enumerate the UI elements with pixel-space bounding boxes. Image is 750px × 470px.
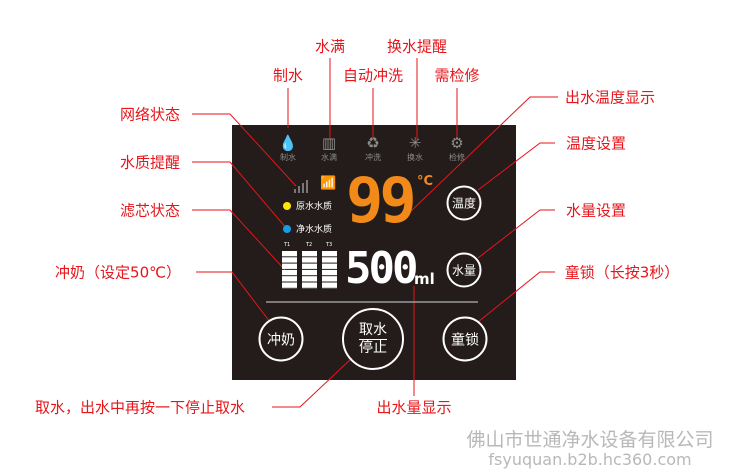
- stop-label: 停止: [359, 339, 387, 356]
- raw-quality-dot: [283, 202, 291, 210]
- filter-bars: [282, 251, 337, 289]
- signal-icon: [294, 180, 308, 193]
- temperature-button[interactable]: 温度: [446, 185, 482, 221]
- filter-bar-t2: [302, 251, 317, 289]
- repair-icon: ⚙检修: [449, 134, 465, 162]
- filter-bar-t1: [282, 251, 297, 289]
- label-milk: 冲奶（设定50℃）: [55, 263, 181, 282]
- label-dispense: 取水，出水中再按一下停止取水: [34, 398, 246, 417]
- filter-label-t2: T2: [306, 242, 313, 248]
- volume-display: 500: [345, 243, 419, 294]
- temperature-display: 99: [346, 164, 417, 237]
- label-quality: 水质提醒: [119, 153, 181, 172]
- take-label: 取水: [359, 321, 387, 340]
- label-make-water: 制水: [272, 66, 304, 85]
- volume-unit: ml: [414, 270, 435, 288]
- filter-label-t3: T3: [326, 242, 333, 248]
- flush-icon: ♻冲洗: [365, 134, 381, 162]
- wifi-icon: 📶: [320, 176, 337, 191]
- child-lock-button[interactable]: 童锁: [442, 316, 488, 362]
- milk-button[interactable]: 冲奶: [258, 316, 304, 362]
- change-water-icon: ✳换水: [407, 134, 423, 162]
- label-temp-display: 出水温度显示: [564, 88, 656, 107]
- label-change-water: 换水提醒: [386, 37, 448, 56]
- label-temp-set: 温度设置: [565, 134, 627, 153]
- filter-label-t1: T1: [284, 242, 291, 248]
- water-full-icon: ▥水满: [321, 134, 337, 162]
- make-water-icon: 💧制水: [278, 134, 298, 162]
- label-child-lock: 童锁（长按3秒）: [564, 263, 680, 282]
- label-maintenance: 需检修: [434, 66, 480, 85]
- label-volume-display: 出水量显示: [376, 398, 452, 417]
- raw-quality-label: 原水水质: [296, 202, 333, 212]
- take-stop-button[interactable]: 取水 停止: [342, 308, 404, 370]
- label-volume-set: 水量设置: [565, 201, 627, 220]
- volume-button[interactable]: 水量: [446, 252, 482, 288]
- label-water-full: 水满: [314, 37, 346, 56]
- watermark-company: 佛山市世通净水设备有限公司: [466, 429, 714, 451]
- filter-bar-t3: [322, 251, 337, 289]
- temperature-unit: °C: [417, 174, 434, 189]
- pure-quality-label: 净水水质: [296, 225, 333, 235]
- label-auto-flush: 自动冲洗: [342, 66, 404, 85]
- pure-quality-dot: [283, 225, 291, 233]
- label-network: 网络状态: [119, 105, 181, 124]
- watermark-url: fsyuquan.b2b.hc360.com: [488, 450, 692, 469]
- label-filter: 滤芯状态: [119, 201, 181, 220]
